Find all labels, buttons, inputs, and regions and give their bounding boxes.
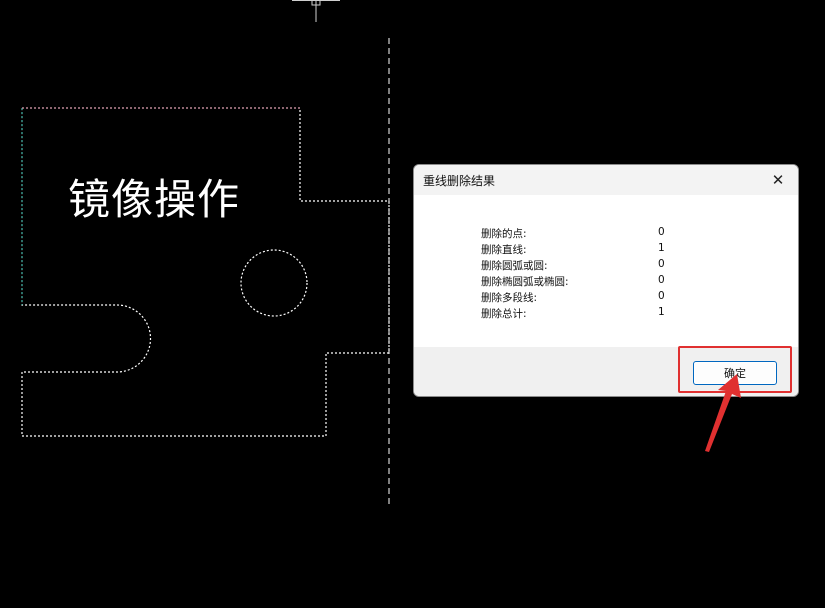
result-value: 0	[658, 226, 665, 238]
dedup-result-dialog: 重线删除结果 ✕ 删除的点: 0 删除直线: 1 删除圆弧或圆: 0 删除椭圆弧…	[413, 164, 799, 397]
result-value: 0	[658, 290, 665, 302]
result-label: 删除圆弧或圆:	[481, 260, 548, 272]
part-hole-circle[interactable]	[240, 249, 308, 317]
result-value: 1	[658, 306, 665, 318]
close-icon[interactable]: ✕	[771, 171, 785, 189]
result-row-polylines: 删除多段线: 0	[481, 290, 721, 306]
part-outline[interactable]	[21, 107, 390, 437]
result-row-total: 删除总计: 1	[481, 306, 721, 322]
dialog-titlebar[interactable]: 重线删除结果 ✕	[414, 165, 798, 195]
result-value: 0	[658, 258, 665, 270]
result-value: 1	[658, 242, 665, 254]
result-row-arcs: 删除圆弧或圆: 0	[481, 258, 721, 274]
crosshair-cursor	[292, 0, 340, 22]
result-label: 删除的点:	[481, 228, 527, 240]
ok-button-highlight-box	[678, 346, 792, 393]
result-row-points: 删除的点: 0	[481, 226, 721, 242]
result-label: 删除多段线:	[481, 292, 538, 304]
result-value: 0	[658, 274, 665, 286]
result-row-ellipses: 删除椭圆弧或椭圆: 0	[481, 274, 721, 290]
result-label: 删除总计:	[481, 308, 527, 320]
dialog-content: 删除的点: 0 删除直线: 1 删除圆弧或圆: 0 删除椭圆弧或椭圆: 0 删除…	[414, 195, 798, 347]
dialog-title: 重线删除结果	[423, 174, 496, 188]
result-label: 删除直线:	[481, 244, 527, 256]
result-row-lines: 删除直线: 1	[481, 242, 721, 258]
result-label: 删除椭圆弧或椭圆:	[481, 276, 569, 288]
cad-text-label[interactable]: 镜像操作	[68, 175, 241, 224]
